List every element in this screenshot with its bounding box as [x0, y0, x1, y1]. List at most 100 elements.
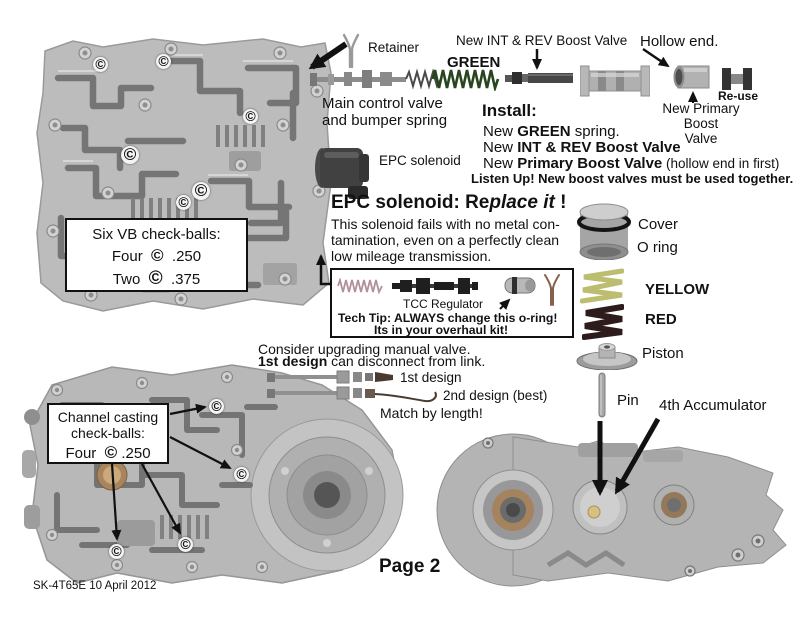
retainer-clip-icon [342, 33, 360, 69]
pin-photo [598, 372, 606, 418]
primary-boost-line2: Valve [684, 131, 718, 147]
cc-checkball-marker: © [178, 537, 193, 552]
cc-checkballs-box: Channel casting check-balls: Four © .250 [47, 403, 169, 464]
hollow-end-detail [675, 69, 683, 85]
tcc-tip-line2: Its in your overhaul kit! [373, 323, 509, 337]
right-bore [653, 484, 695, 526]
epc-body-line1: This solenoid fails with no metal con- [331, 216, 560, 232]
copyright-ball-icon: © [104, 443, 118, 462]
tcc-regulator-label: TCC Regulator [403, 297, 484, 311]
install-l1c: spring. [570, 123, 620, 140]
install-l2a: New [483, 139, 518, 156]
case-cover-photo [436, 433, 787, 587]
yellow-spring-label: YELLOW [645, 281, 710, 298]
yellow-spring-icon [580, 268, 624, 304]
epc-body-line2: tamination, even on a perfectly clean [331, 231, 560, 248]
vb-checkball-marker: © [192, 182, 210, 200]
cc-box-title2: check-balls: [71, 425, 145, 441]
copyright-ball-icon: © [151, 246, 164, 266]
vb-checkball-marker: © [176, 195, 191, 210]
casting-bronze-bore [96, 459, 128, 491]
epc-body: This solenoid fails with no metal con- t… [331, 216, 560, 264]
cc-row-qty: Four [65, 445, 97, 462]
first-design-label: 1st design [400, 370, 462, 385]
cover-bolt-holes [482, 437, 765, 577]
install-warning: Listen Up! New boost valves must be used… [471, 171, 794, 186]
oring-detail [512, 277, 517, 294]
install-l3c: (hollow end in first) [662, 156, 780, 171]
copyright-ball-icon: © [148, 267, 163, 289]
vb-row1-size: .250 [171, 248, 202, 266]
cc-box-row: Four © .250 [49, 443, 167, 463]
epc-heading-3: ! [554, 192, 567, 213]
manual-valve-2nd-design-graphic [267, 386, 437, 403]
vb-checkballs-box: Six VB check-balls: Four © .250 Two © .3… [65, 218, 248, 292]
cc-checkball-marker: © [109, 544, 124, 559]
valve-body-fins [131, 125, 265, 224]
install-l1a: New [483, 123, 518, 140]
manual-valve-1st-design-graphic [267, 370, 393, 384]
manual-valve-line1: Consider upgrading manual valve. [258, 341, 471, 357]
left-bearing-bore [472, 469, 554, 551]
vb-checkball-marker: © [156, 54, 171, 69]
install-l3b: Primary Boost Valve [517, 155, 663, 172]
primary-boost-label: New Primary Boost Valve [645, 101, 757, 146]
cc-checkball-marker: © [234, 467, 249, 482]
casting-lug [22, 450, 36, 478]
epc-photo-label: EPC solenoid [379, 153, 461, 168]
vb-row1-qty: Four [111, 248, 143, 266]
vb-box-row2: Two © .375 [67, 268, 246, 290]
bell-housing [250, 418, 404, 572]
bumper-spring-icon [405, 68, 442, 90]
second-design-label: 2nd design (best) [443, 388, 548, 403]
tcc-tip-line1: Tech Tip: ALWAYS change this o-ring! [338, 311, 558, 325]
cc-checkball-marker: © [209, 399, 224, 414]
vb-checkball-marker: © [243, 109, 258, 124]
reuse-valve-graphic [722, 68, 752, 90]
primary-boost-line1: New Primary Boost [662, 101, 740, 132]
manual-valve-line2: 1st design can disconnect from link. [258, 353, 485, 369]
reuse-label: Re-use [718, 89, 759, 103]
piston-label: Piston [642, 345, 684, 362]
pin-label: Pin [617, 392, 639, 409]
green-spring-icon [431, 69, 500, 91]
bottom-ribs [546, 550, 626, 568]
epc-solenoid-photo [315, 148, 369, 199]
manual-valve-link-hook [374, 391, 437, 403]
cover-label: Cover [638, 216, 679, 233]
install-line3: New Primary Boost Valve (hollow end in f… [483, 155, 779, 172]
vb-row2-qty: Two [112, 270, 141, 288]
casting-lug [24, 505, 40, 529]
o-ring-label: O ring [637, 239, 678, 256]
install-line2: New INT & REV Boost Valve [483, 139, 681, 156]
install-l2b: INT & REV Boost Valve [517, 139, 681, 156]
valve-body-ridges [58, 54, 293, 176]
epc-heading: EPC solenoid: Replace it ! [331, 192, 566, 214]
match-by-length-label: Match by length! [380, 405, 483, 421]
tcc-retainer-clip-icon [544, 274, 560, 306]
accumulator-bore [572, 479, 628, 535]
main-control-line1: Main control valve [322, 95, 443, 112]
install-l1b: GREEN [517, 123, 571, 140]
page-number: Page 2 [379, 556, 441, 577]
piston-photo [576, 343, 638, 370]
vb-checkball-marker: © [121, 146, 139, 164]
oring-capsule-graphic [504, 277, 536, 294]
retainer-label: Retainer [368, 40, 420, 55]
vb-box-row1: Four © .250 [67, 246, 246, 266]
fourth-accumulator-label: 4th Accumulator [659, 397, 767, 414]
footer-doc-id: SK-4T65E 10 April 2012 [33, 580, 157, 592]
cc-box-title1: Channel casting [57, 409, 159, 425]
int-rev-boost-valve-graphic [505, 72, 573, 84]
int-rev-boost-label: New INT & REV Boost Valve [456, 33, 628, 48]
red-spring-label: RED [645, 311, 677, 328]
install-heading: Install: [482, 101, 537, 120]
tcc-regulator-valve-graphic [392, 278, 478, 294]
vb-box-title: Six VB check-balls: [92, 226, 221, 243]
vb-row2-size: .375 [171, 270, 201, 288]
main-control-valve-label: Main control valve and bumper spring [322, 95, 447, 130]
manual-line2-rest: can disconnect from link. [327, 353, 486, 369]
epc-heading-2: place it [489, 192, 555, 213]
epc-heading-1: EPC solenoid: Re [331, 192, 490, 213]
